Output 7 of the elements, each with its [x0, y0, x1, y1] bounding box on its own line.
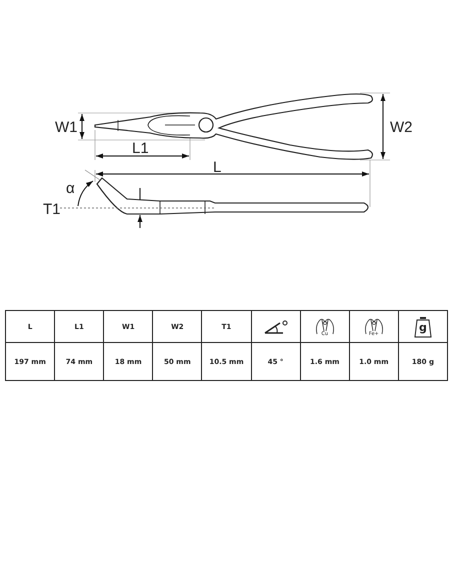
dimension-label: W2: [390, 120, 412, 135]
dimension-label: W1: [55, 120, 78, 135]
dimension-label: L1: [132, 141, 149, 156]
dimension-label: α: [66, 181, 75, 196]
dimension-label: T1: [43, 202, 61, 217]
unit-label: g: [418, 322, 427, 332]
dimension-label: L: [213, 160, 222, 175]
